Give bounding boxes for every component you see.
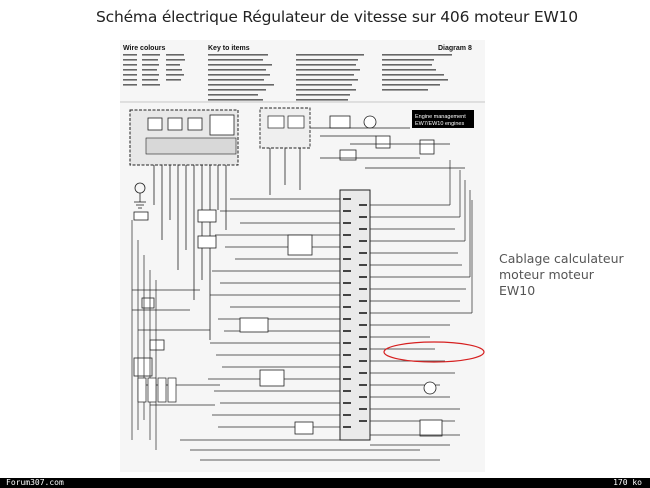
- annotation: Cablage calculateur moteur moteur EW10: [499, 251, 624, 299]
- engine-management-label: Engine management EW7/EW10 engines: [412, 110, 474, 128]
- ground-symbols: [133, 182, 149, 221]
- fusebox: [129, 109, 239, 340]
- page-title: Schéma électrique Régulateur de vitesse …: [96, 8, 578, 26]
- top-components: [310, 115, 465, 169]
- sensor-row: [137, 377, 177, 403]
- key-header: Wire colours Key to items Diagram 8: [120, 45, 485, 103]
- footer-filesize: 170 ko: [613, 478, 642, 487]
- annotation-line-1: Cablage calculateur: [499, 251, 624, 266]
- annotation-line-2: moteur moteur: [499, 267, 594, 282]
- ecu-left-wires: [208, 198, 340, 428]
- bottom-wires: [180, 434, 460, 461]
- key-wire-colours: Wire colours: [123, 45, 165, 52]
- key-text-columns: [123, 54, 452, 101]
- footer-bar: Forum307.com 170 ko: [0, 478, 650, 488]
- key-diagram-number: Diagram 8: [438, 45, 472, 52]
- ecu-right-wires: [370, 160, 473, 422]
- highlight-ellipse: [383, 341, 485, 363]
- relay-box: [259, 107, 311, 195]
- annotation-line-3: EW10: [499, 283, 536, 298]
- svg-text:Engine management: Engine management: [415, 114, 466, 120]
- svg-text:EW7/EW10 engines: EW7/EW10 engines: [415, 121, 464, 127]
- key-items: Key to items: [208, 45, 250, 52]
- ecu-connector: [339, 189, 371, 441]
- footer-site: Forum307.com: [6, 478, 64, 487]
- mid-components: [133, 209, 443, 437]
- wiring-diagram: Wire colours Key to items Diagram 8: [120, 40, 485, 472]
